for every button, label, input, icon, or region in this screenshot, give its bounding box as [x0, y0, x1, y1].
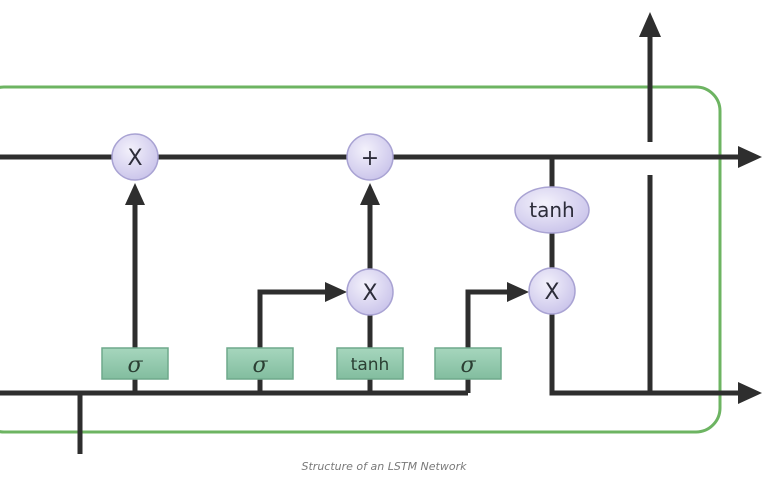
input-gate-label: σ — [252, 353, 268, 378]
candidate-arrow-head — [360, 183, 380, 205]
forget-gate-box: σ — [101, 347, 169, 380]
candidate-gate-box: tanh — [336, 347, 404, 380]
output-gate-box: σ — [434, 347, 502, 380]
forget-arrow-head — [125, 183, 145, 205]
candidate-gate-label: tanh — [351, 355, 390, 375]
add-node: + — [346, 133, 394, 181]
output-multiply-node: X — [528, 267, 576, 315]
output-gate-arrow-head — [507, 282, 529, 302]
output-multiply-label: X — [544, 280, 559, 305]
figure-caption: Structure of an LSTM Network — [301, 460, 467, 473]
forget-gate-label: σ — [127, 353, 143, 378]
input-multiply-node: X — [346, 268, 394, 316]
forget-multiply-label: X — [127, 146, 142, 171]
input-arrow-head — [325, 282, 347, 302]
cell-border — [0, 85, 722, 434]
hidden-output-arrow-head — [738, 382, 762, 404]
cell-state-arrow-head — [738, 146, 762, 168]
forget-multiply-node: X — [111, 133, 159, 181]
input-gate-box: σ — [226, 347, 294, 380]
add-label: + — [361, 146, 379, 171]
cell-tanh-node: tanh — [514, 186, 590, 234]
cell-tanh-label: tanh — [529, 198, 574, 222]
output-gate-label: σ — [460, 353, 476, 378]
upward-arrow-head — [639, 12, 661, 37]
hidden-output-line — [549, 313, 740, 396]
input-multiply-label: X — [362, 281, 377, 306]
